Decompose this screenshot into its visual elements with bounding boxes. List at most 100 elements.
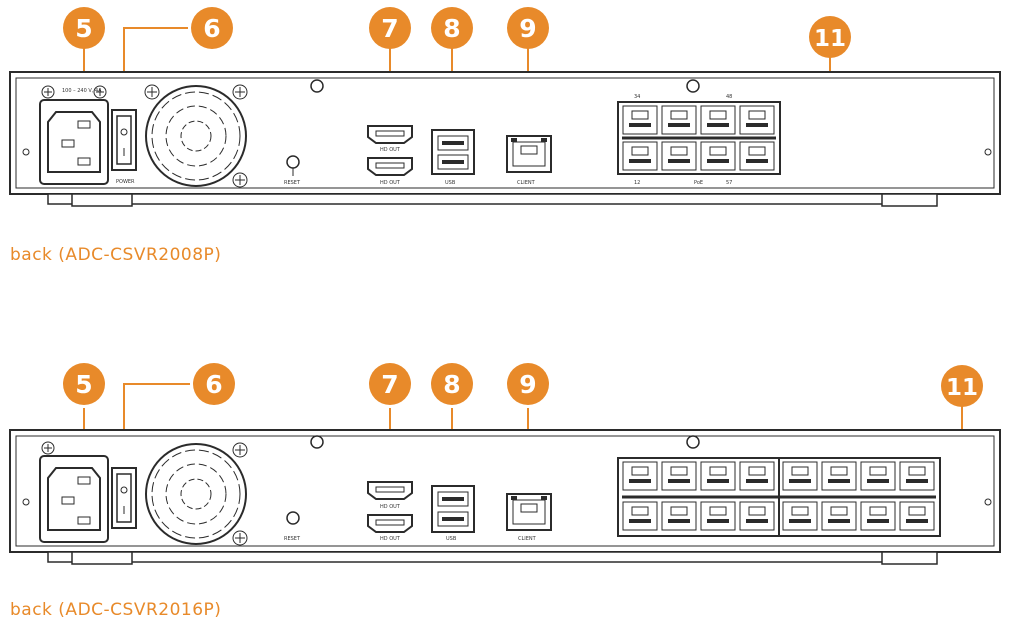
rj45-jack — [700, 461, 736, 491]
usb-label: USB — [445, 180, 456, 186]
rj45-pins — [828, 479, 850, 483]
client-ethernet-port — [506, 493, 552, 531]
rj45-jack — [739, 141, 775, 171]
reset-button — [286, 155, 300, 176]
rj45-latch — [830, 466, 848, 476]
rj45-pins — [789, 519, 811, 523]
svg-text:9: 9 — [519, 14, 536, 43]
rj45-latch — [670, 466, 688, 476]
callout-badge-9: 9 — [507, 7, 549, 49]
callout-badge-6: 6 — [193, 363, 235, 405]
rj45-latch — [709, 146, 727, 156]
rj45-jack — [661, 141, 697, 171]
port-label-tr: 48 — [726, 94, 732, 100]
rj45-pins — [629, 123, 651, 127]
svg-text:11: 11 — [946, 375, 978, 401]
rear-panel-drawing: RESET HD OUT HD OUT USB CLIENT — [9, 363, 1001, 565]
rj45-pins — [867, 479, 889, 483]
rj45-pins — [668, 479, 690, 483]
rj45-latch — [631, 110, 649, 120]
rj45-latch — [631, 506, 649, 516]
rj45-pins — [707, 479, 729, 483]
rj45-latch — [670, 110, 688, 120]
rj45-pins — [707, 519, 729, 523]
rj45-jack — [700, 501, 736, 531]
rj45-latch — [631, 466, 649, 476]
hdmi-ports — [367, 125, 413, 176]
rj45-jack — [782, 501, 818, 531]
svg-text:9: 9 — [519, 370, 536, 399]
rj45-pins — [668, 519, 690, 523]
svg-text:7: 7 — [381, 370, 398, 399]
rear-panel-csvr2008p: 100 – 240 V, 4A POWER RESET — [0, 0, 1010, 265]
rj45-latch — [830, 506, 848, 516]
poe-port-block — [617, 101, 781, 175]
port-label-br: 57 — [726, 180, 732, 186]
callout-badge-5: 5 — [63, 7, 105, 49]
callout-badge-9: 9 — [507, 363, 549, 405]
rj45-pins — [867, 519, 889, 523]
rj45-jack — [622, 461, 658, 491]
hd-out-bottom-label: HD OUT — [380, 180, 401, 186]
rear-panel-drawing: 100 – 240 V, 4A POWER RESET — [9, 7, 1001, 207]
power-switch — [111, 109, 137, 171]
usb-ports — [431, 485, 475, 533]
rj45-pins — [629, 519, 651, 523]
hd-out-top-label: HD OUT — [380, 504, 401, 510]
svg-text:5: 5 — [75, 370, 92, 399]
rj45-latch — [908, 506, 926, 516]
rj45-jack — [821, 461, 857, 491]
cooling-fan — [144, 84, 248, 188]
rj45-latch — [631, 146, 649, 156]
reset-label: RESET — [284, 180, 301, 186]
rj45-latch — [748, 110, 766, 120]
rj45-pins — [668, 123, 690, 127]
callout-badge-7: 7 — [369, 7, 411, 49]
rj45-latch — [670, 506, 688, 516]
rj45-latch — [748, 146, 766, 156]
rj45-jack — [700, 105, 736, 135]
callout-badge-11: 11 — [941, 365, 983, 407]
rear-panel-csvr2016p: RESET HD OUT HD OUT USB CLIENT — [0, 360, 1010, 620]
poe-port-block — [617, 457, 941, 537]
rj45-jack — [860, 501, 896, 531]
rj45-pins — [789, 479, 811, 483]
rj45-jack — [622, 141, 658, 171]
rj45-jack — [661, 501, 697, 531]
reset-button — [286, 511, 300, 525]
svg-text:11: 11 — [814, 26, 846, 52]
rj45-latch — [908, 466, 926, 476]
callout-badge-7: 7 — [369, 363, 411, 405]
svg-text:6: 6 — [205, 370, 222, 399]
svg-text:7: 7 — [381, 14, 398, 43]
rj45-latch — [748, 506, 766, 516]
svg-text:8: 8 — [443, 14, 460, 43]
rj45-jack — [622, 501, 658, 531]
rj45-jack — [782, 461, 818, 491]
rj45-pins — [629, 159, 651, 163]
client-ethernet-port — [506, 135, 552, 173]
rj45-pins — [746, 519, 768, 523]
rj45-pins — [906, 479, 928, 483]
rj45-jack — [739, 501, 775, 531]
port-label-tl: 34 — [634, 94, 640, 100]
unit-caption: back (ADC-CSVR2008P) — [10, 245, 222, 265]
hd-out-bottom-label: HD OUT — [380, 536, 401, 542]
rj45-jack — [700, 141, 736, 171]
rj45-latch — [869, 506, 887, 516]
hdmi-ports — [367, 481, 413, 533]
rj45-pins — [906, 519, 928, 523]
rj45-latch — [709, 506, 727, 516]
rj45-jack — [821, 501, 857, 531]
client-label: CLIENT — [517, 180, 536, 186]
rj45-jack — [739, 461, 775, 491]
reset-label: RESET — [284, 536, 301, 542]
rj45-jack — [899, 461, 935, 491]
rj45-pins — [746, 123, 768, 127]
hd-out-top-label: HD OUT — [380, 147, 401, 153]
usb-label: USB — [446, 536, 457, 542]
rj45-latch — [791, 506, 809, 516]
rj45-jack — [661, 105, 697, 135]
power-switch — [111, 467, 137, 529]
power-rating-label: 100 – 240 V, 4A — [62, 88, 102, 94]
